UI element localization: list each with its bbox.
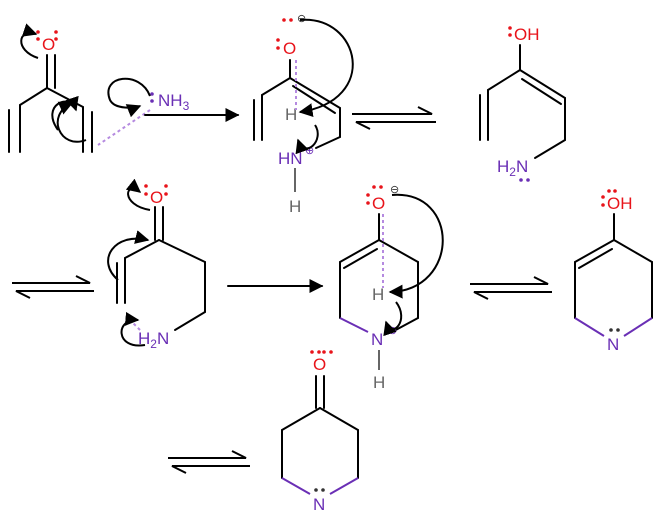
nitrogen-atom: N <box>313 495 325 514</box>
equilibrium-arrows-icon <box>168 450 250 474</box>
curved-arrow-icon <box>383 301 403 337</box>
oxygen-atom: O <box>372 194 385 213</box>
curved-arrow-icon <box>56 101 87 143</box>
equilibrium-arrows-icon <box>12 275 94 299</box>
hydroxyl-group: OH <box>514 25 540 44</box>
molecule-enol-amine: OH H2N <box>479 25 566 182</box>
equilibrium-arrows-icon <box>352 106 436 130</box>
oxygen-atom: O <box>42 35 55 54</box>
molecule-divinyl-ketone: O <box>8 23 93 153</box>
ammonium-nitrogen: HN <box>278 149 303 168</box>
hydrogen-atom: H <box>285 105 297 124</box>
molecule-piperidinone: O N <box>281 350 359 514</box>
curved-arrow-icon <box>107 77 151 118</box>
oxygen-atom: O <box>283 39 296 58</box>
lone-pair-dots-icon <box>144 184 168 196</box>
curved-arrow-icon <box>388 193 444 299</box>
forming-bond-dash <box>97 109 151 146</box>
nitrogen-atom: N <box>607 335 619 354</box>
lone-pair-dots-icon <box>609 328 620 332</box>
hydrogen-atom: H <box>289 197 301 216</box>
molecule-amino-enone: O H2N <box>107 178 206 351</box>
lone-pair-dots-icon <box>150 92 154 103</box>
lone-pair-dots-icon <box>519 178 530 182</box>
oxygen-atom: O <box>150 188 163 207</box>
curved-arrow-icon <box>107 230 150 281</box>
ammonia-nh-label: NH3 <box>158 91 190 113</box>
lone-pair-dots-icon <box>314 488 325 492</box>
lone-pair-dots-icon <box>366 185 383 205</box>
curved-arrow-icon <box>298 18 354 118</box>
curved-arrow-icon <box>295 124 319 155</box>
curved-arrow-icon <box>120 311 146 347</box>
hydroxyl-group: OH <box>607 194 633 213</box>
curved-arrow-icon <box>125 178 151 211</box>
lone-pair-dots-icon <box>508 26 512 37</box>
molecule-ammonia: NH3 <box>97 77 190 146</box>
lone-pair-dots-icon <box>276 18 293 50</box>
equilibrium-arrows-icon <box>470 276 552 300</box>
negative-charge: ⊖ <box>390 184 399 196</box>
oxygen-atom: O <box>313 355 326 374</box>
curved-arrow-icon <box>51 95 79 131</box>
amine-label: H2N <box>138 329 169 351</box>
intermediate-zwitterion-open: O ⊖ H HN ⊕ H <box>253 13 354 216</box>
hydrogen-atom: H <box>373 373 385 392</box>
amine-label: H2N <box>497 157 528 179</box>
molecule-cyclic-enol: OH N H <box>574 189 653 354</box>
intermediate-zwitterion-cyclic: O ⊖ H N ⊕ H <box>339 184 444 392</box>
positive-charge: ⊕ <box>305 145 314 157</box>
lone-pair-dots-icon <box>601 189 617 207</box>
hydrogen-atom: H <box>372 285 384 304</box>
curved-arrow-icon <box>20 23 39 59</box>
lone-pair-dots-icon <box>310 350 333 354</box>
nitrogen-atom: N <box>371 330 383 349</box>
